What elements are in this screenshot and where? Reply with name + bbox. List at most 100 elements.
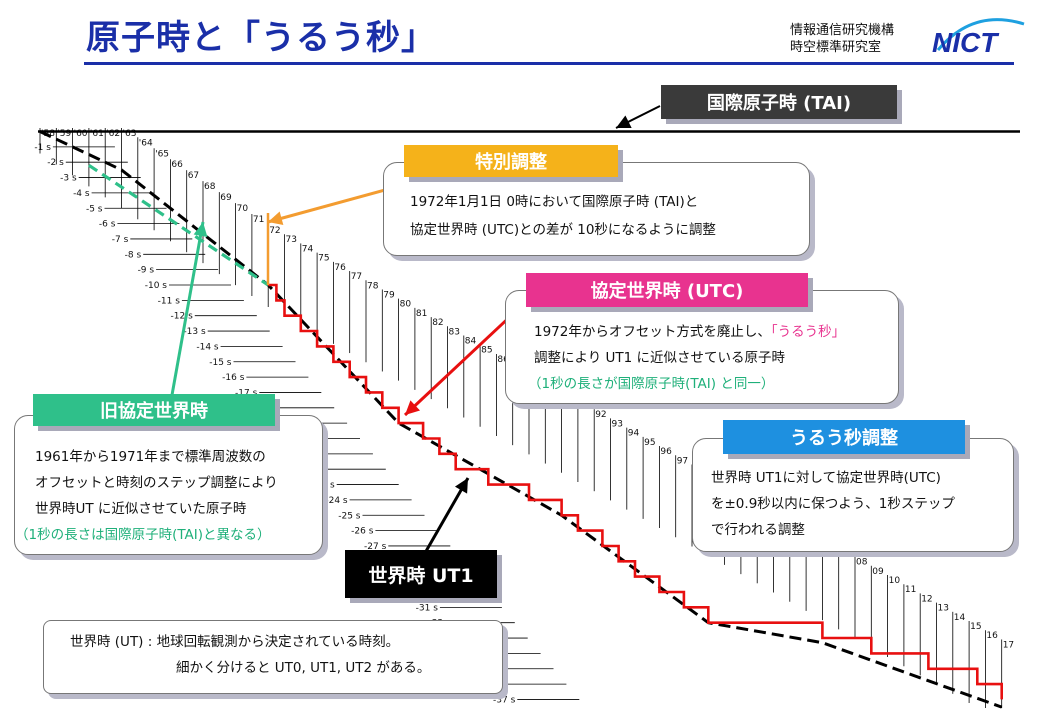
- old-utc-line: [88, 163, 270, 287]
- y-tick-label: -10 s: [145, 281, 168, 291]
- y-tick-label: -5 s: [86, 204, 103, 214]
- nict-logo: NICT: [932, 18, 1025, 58]
- chart-arrows: [170, 105, 661, 554]
- tai-arrow-head: [616, 115, 632, 128]
- utc-staircase: [268, 283, 1003, 700]
- utc-box: 1972年からオフセット方式を廃止し、「うるう秒」 調整により UT1 に近似さ…: [505, 290, 899, 404]
- x-tick-label: 09: [872, 567, 884, 577]
- y-tick-label: -7 s: [112, 235, 129, 245]
- old-utc-box: 1961年から1971年まで標準周波数の オフセットと時刻のステップ調整により …: [14, 415, 323, 555]
- utc-line-2: 調整により UT1 に近似させている原子時: [534, 350, 786, 366]
- x-tick-label: 69: [220, 193, 232, 203]
- y-tick-label: -31 s: [416, 603, 439, 613]
- y-tick-label: -17 s: [235, 388, 258, 398]
- x-tick-label: 96: [660, 447, 672, 457]
- logo-swoosh: [936, 18, 1025, 51]
- y-tick-label: -26 s: [351, 527, 374, 537]
- leap-line-2: を±0.9秒以内に保つよう、1秒ステップ: [711, 496, 955, 512]
- y-tick-label: -25 s: [338, 511, 361, 521]
- old-line-2: オフセットと時刻のステップ調整により: [35, 475, 278, 491]
- special-arrow: [267, 188, 386, 224]
- title-underline: [84, 62, 1014, 65]
- tai-label: 国際原子時 (TAI): [661, 85, 897, 119]
- x-tick-label: 76: [334, 263, 346, 273]
- x-tick-label: 86: [497, 355, 509, 365]
- x-tick-label: 72: [269, 226, 280, 236]
- y-tick-label: -16 s: [222, 373, 245, 383]
- utc-label: 協定世界時 (UTC): [526, 273, 808, 307]
- x-tick-label: 12: [921, 594, 932, 604]
- utc-line-3: （1秒の長さが国際原子時(TAI) と同一）: [528, 376, 775, 392]
- old-line-4: （1秒の長さは国際原子時(TAI)と異なる）: [15, 527, 271, 543]
- x-tick-label: 84: [465, 337, 477, 347]
- x-tick-label: 82: [432, 318, 443, 328]
- y-tick-label: -27 s: [364, 542, 387, 552]
- x-tick-label: '64: [139, 138, 153, 148]
- leap-line-3: で行われる調整: [711, 522, 805, 538]
- x-tick-label: '61: [90, 129, 104, 139]
- x-tick-label: 73: [286, 235, 297, 245]
- x-tick-label: 91: [579, 401, 590, 411]
- x-tick-label: 74: [302, 244, 314, 254]
- x-tick-label: 83: [449, 327, 460, 337]
- old-line-1: 1961年から1971年まで標準周波数の: [35, 449, 266, 465]
- old-utc-arrow-head: [193, 222, 208, 238]
- x-tick-label: 94: [628, 429, 640, 439]
- special-line-2: 協定世界時 (UTC)との差が 10秒になるように調整: [410, 222, 716, 238]
- y-tick-label: -15 s: [209, 358, 232, 368]
- x-tick-label: 68: [204, 182, 216, 192]
- x-tick-label: 10: [889, 576, 901, 586]
- utc-arrow-head: [405, 400, 421, 415]
- org-line-1: 情報通信研究機構: [790, 23, 895, 38]
- x-tick-label: 75: [318, 254, 329, 264]
- x-tick-label: 71: [253, 215, 264, 225]
- x-tick-label: 80: [400, 300, 412, 310]
- x-tick-label: 85: [481, 346, 492, 356]
- x-tick-label: 13: [938, 604, 949, 614]
- x-tick-label: 16: [986, 631, 998, 641]
- x-tick-label: '62: [106, 129, 120, 139]
- y-tick-label: -12 s: [171, 312, 194, 322]
- ut-line-1: 世界時 (UT) : 地球回転観測から決定されている時刻。: [70, 634, 400, 650]
- y-tick-label: -37 s: [493, 695, 516, 705]
- x-tick-label: 79: [383, 290, 395, 300]
- x-tick-label: 95: [644, 438, 655, 448]
- ut1-arrow-head: [454, 478, 468, 494]
- x-tick-label: 92: [595, 410, 606, 420]
- x-tick-label: 97: [677, 456, 688, 466]
- x-tick-label: '63: [123, 129, 137, 139]
- special-line-1: 1972年1月1日 0時において国際原子時 (TAI)と: [410, 194, 699, 210]
- x-tick-label: 08: [856, 558, 868, 568]
- x-tick-label: 66: [171, 160, 183, 170]
- org-line-2: 時空標準研究室: [790, 40, 882, 55]
- x-tick-label: 77: [351, 272, 362, 282]
- utc-line-1b: 「うるう秒」: [770, 324, 846, 340]
- leap-second-box: 世界時 UT1に対して協定世界時(UTC) を±0.9秒以内に保つよう、1秒ステ…: [692, 438, 1014, 552]
- y-tick-label: -6 s: [99, 220, 116, 230]
- leap-second-label: うるう秒調整: [723, 420, 965, 454]
- x-tick-label: '65: [155, 149, 169, 159]
- y-tick-label: -3 s: [60, 174, 77, 184]
- x-tick-label: 17: [1003, 640, 1014, 650]
- x-tick-label: 78: [367, 281, 379, 291]
- utc-arrow: [403, 310, 517, 417]
- old-utc-arrow: [170, 221, 205, 396]
- special-adjustment-label: 特別調整: [404, 145, 618, 177]
- x-tick-label: 93: [612, 419, 623, 429]
- special-adjustment-box: 1972年1月1日 0時において国際原子時 (TAI)と 協定世界時 (UTC)…: [383, 162, 810, 256]
- page-title: 原子時と「うるう秒」: [86, 18, 436, 58]
- y-tick-label: -23 s: [312, 481, 335, 491]
- old-line-3: 世界時UT に近似させていた原子時: [35, 501, 247, 517]
- ut1-label: 世界時 UT1: [345, 550, 497, 598]
- organization-name: 情報通信研究機構 時空標準研究室: [790, 22, 894, 56]
- x-tick-label: 15: [970, 622, 981, 632]
- leap-line-1: 世界時 UT1に対して協定世界時(UTC): [711, 470, 941, 486]
- y-tick-label: -8 s: [125, 250, 142, 260]
- chart-lines: [38, 130, 1020, 709]
- y-tick-label: -4 s: [73, 189, 90, 199]
- x-tick-label: 81: [416, 309, 427, 319]
- ut-line-2: 細かく分けると UT0, UT1, UT2 がある。: [176, 660, 431, 676]
- ut1-arrow: [423, 477, 470, 554]
- y-tick-label: -13 s: [183, 327, 206, 337]
